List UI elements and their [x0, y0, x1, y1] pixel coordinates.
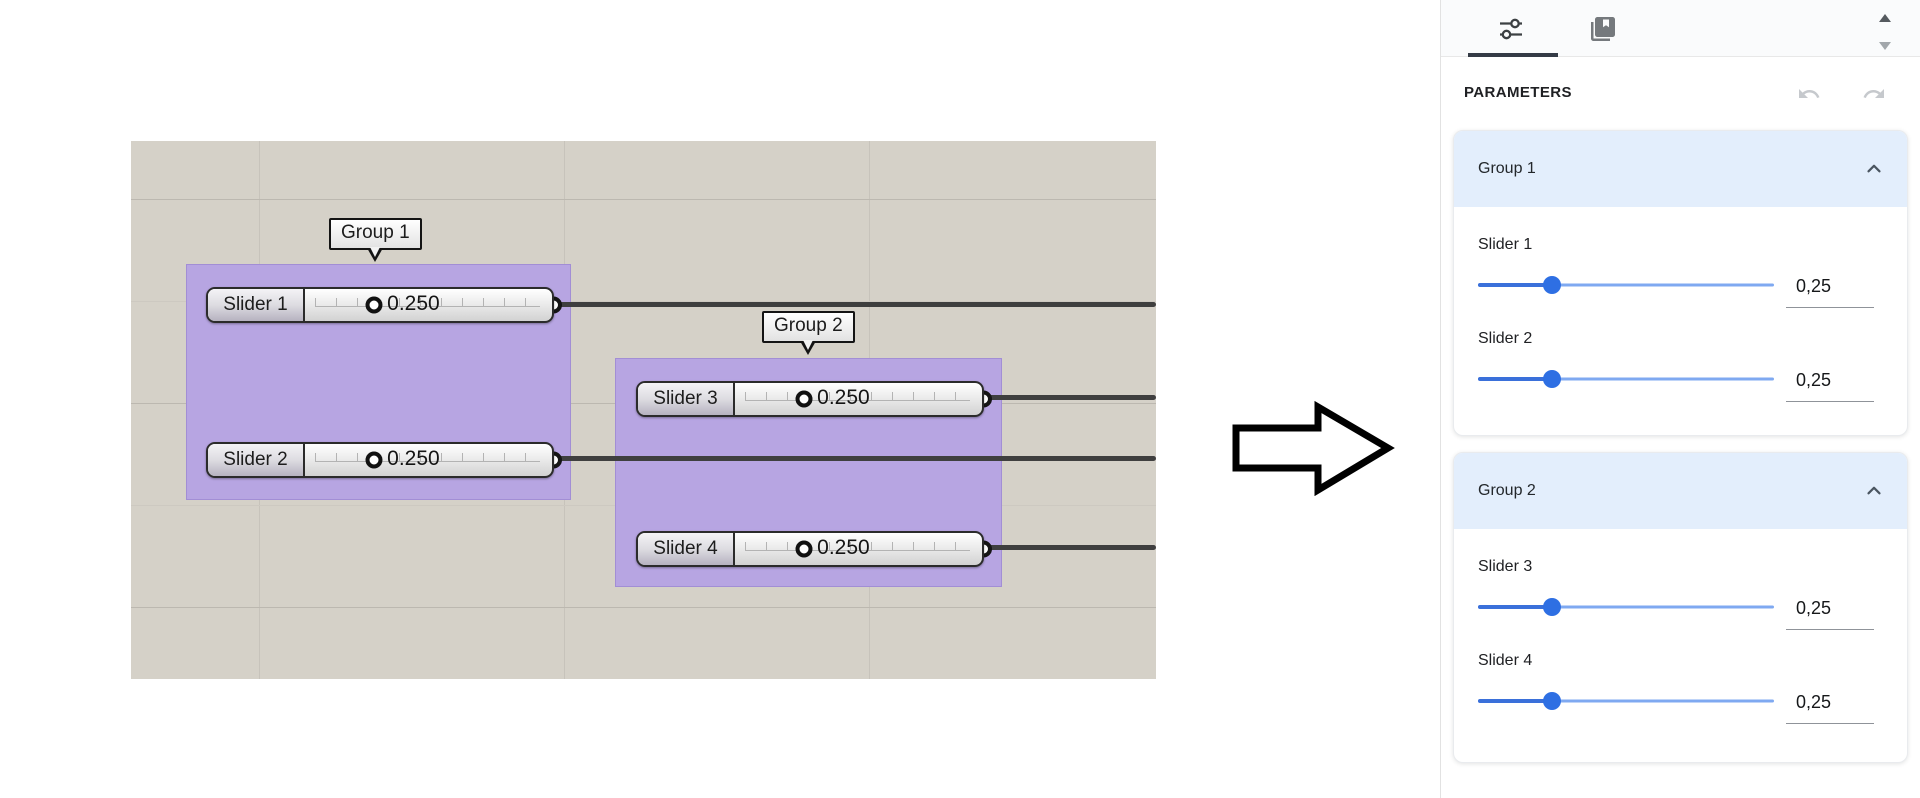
gh-number-slider-1[interactable]: Slider 1 0.250 [206, 287, 562, 323]
param-value-input[interactable] [1786, 598, 1874, 630]
slider-track[interactable] [1478, 692, 1774, 710]
slider-track-fill [1478, 283, 1552, 287]
gh-number-slider-2[interactable]: Slider 2 0.250 [206, 442, 562, 478]
chevron-up-icon[interactable] [1863, 480, 1885, 502]
gh-slider-name[interactable]: Slider 1 [208, 289, 305, 321]
tab-library[interactable] [1586, 12, 1620, 46]
grid-line [131, 607, 1156, 608]
gh-slider-groove[interactable]: 0.250 [305, 289, 552, 321]
gh-slider-name[interactable]: Slider 2 [208, 444, 305, 476]
ruler-ticks [315, 453, 540, 462]
redo-icon [1863, 89, 1884, 98]
slider-thumb[interactable] [1543, 692, 1561, 710]
gh-number-slider-3[interactable]: Slider 3 0.250 [636, 381, 992, 417]
gh-slider-groove[interactable]: 0.250 [735, 383, 982, 415]
group-1-card: Group 1 Slider 1 Slider 2 [1453, 130, 1908, 436]
book-icon [1591, 17, 1615, 41]
slider-track-fill [1478, 377, 1552, 381]
param-label: Slider 1 [1478, 236, 1533, 253]
panel-header: PARAMETERS [1441, 57, 1920, 130]
group-1-header[interactable]: Group 1 [1454, 131, 1907, 207]
parameters-panel: PARAMETERS Group 1 Slider 1 [1440, 0, 1920, 798]
panel-title: PARAMETERS [1464, 84, 1572, 101]
gh-slider-name[interactable]: Slider 3 [638, 383, 735, 415]
wire-slider2 [552, 456, 1156, 461]
slider-capsule: Slider 2 0.250 [206, 442, 554, 478]
gh-slider-value: 0.250 [817, 536, 870, 560]
group-2-header[interactable]: Group 2 [1454, 453, 1907, 529]
gh-group-2-label[interactable]: Group 2 [762, 311, 855, 343]
param-label: Slider 2 [1478, 330, 1533, 347]
scroll-up-arrow-icon[interactable] [1879, 14, 1891, 22]
active-tab-indicator [1468, 53, 1558, 57]
gh-slider-grip[interactable] [795, 540, 813, 558]
chevron-up-icon[interactable] [1863, 158, 1885, 180]
param-value-input[interactable] [1786, 692, 1874, 724]
group-title: Group 1 [1478, 160, 1536, 177]
param-label: Slider 3 [1478, 558, 1533, 575]
gh-slider-value: 0.250 [387, 292, 440, 316]
gh-slider-name[interactable]: Slider 4 [638, 533, 735, 565]
slider-capsule: Slider 3 0.250 [636, 381, 984, 417]
gh-slider-value: 0.250 [387, 447, 440, 471]
slider-track[interactable] [1478, 598, 1774, 616]
param-slider-row [1478, 588, 1883, 630]
undo-button[interactable] [1794, 82, 1824, 106]
slider-track-rest [1478, 283, 1774, 287]
gh-group-1-label[interactable]: Group 1 [329, 218, 422, 250]
gh-slider-groove[interactable]: 0.250 [735, 533, 982, 565]
slider-track[interactable] [1478, 276, 1774, 294]
wire-slider4 [982, 545, 1156, 550]
param-slider-row [1478, 360, 1883, 402]
param-value-input[interactable] [1786, 370, 1874, 402]
scroll-down-arrow-icon[interactable] [1879, 42, 1891, 50]
gh-slider-grip[interactable] [365, 451, 383, 469]
slider-track-rest [1478, 605, 1774, 609]
slider-thumb[interactable] [1543, 370, 1561, 388]
slider-thumb[interactable] [1543, 598, 1561, 616]
gh-slider-groove[interactable]: 0.250 [305, 444, 552, 476]
gh-slider-grip[interactable] [365, 296, 383, 314]
tab-parameters[interactable] [1494, 12, 1528, 46]
ruler-ticks [315, 298, 540, 307]
group-2-card: Group 2 Slider 3 Slider 4 [1453, 452, 1908, 763]
wire-slider1 [552, 302, 1156, 307]
redo-button[interactable] [1859, 82, 1889, 106]
param-slider-row [1478, 682, 1883, 724]
param-label: Slider 4 [1478, 652, 1533, 669]
group-title: Group 2 [1478, 482, 1536, 499]
grid-line [131, 199, 1156, 200]
wire-slider3 [982, 395, 1156, 400]
param-value-input[interactable] [1786, 276, 1874, 308]
grid-line [131, 301, 1156, 302]
right-arrow-graphic [1232, 400, 1395, 496]
undo-icon [1799, 89, 1820, 98]
gh-slider-grip[interactable] [795, 390, 813, 408]
slider-capsule: Slider 1 0.250 [206, 287, 554, 323]
ruler-ticks [745, 542, 970, 551]
ruler-ticks [745, 392, 970, 401]
panel-tabbar [1441, 0, 1920, 57]
slider-track-fill [1478, 605, 1552, 609]
slider-track-fill [1478, 699, 1552, 703]
gh-slider-value: 0.250 [817, 386, 870, 410]
slider-track-rest [1478, 377, 1774, 381]
gh-number-slider-4[interactable]: Slider 4 0.250 [636, 531, 992, 567]
slider-track[interactable] [1478, 370, 1774, 388]
slider-track-rest [1478, 699, 1774, 703]
slider-capsule: Slider 4 0.250 [636, 531, 984, 567]
slider-thumb[interactable] [1543, 276, 1561, 294]
param-slider-row [1478, 266, 1883, 308]
tune-icon [1500, 18, 1522, 40]
